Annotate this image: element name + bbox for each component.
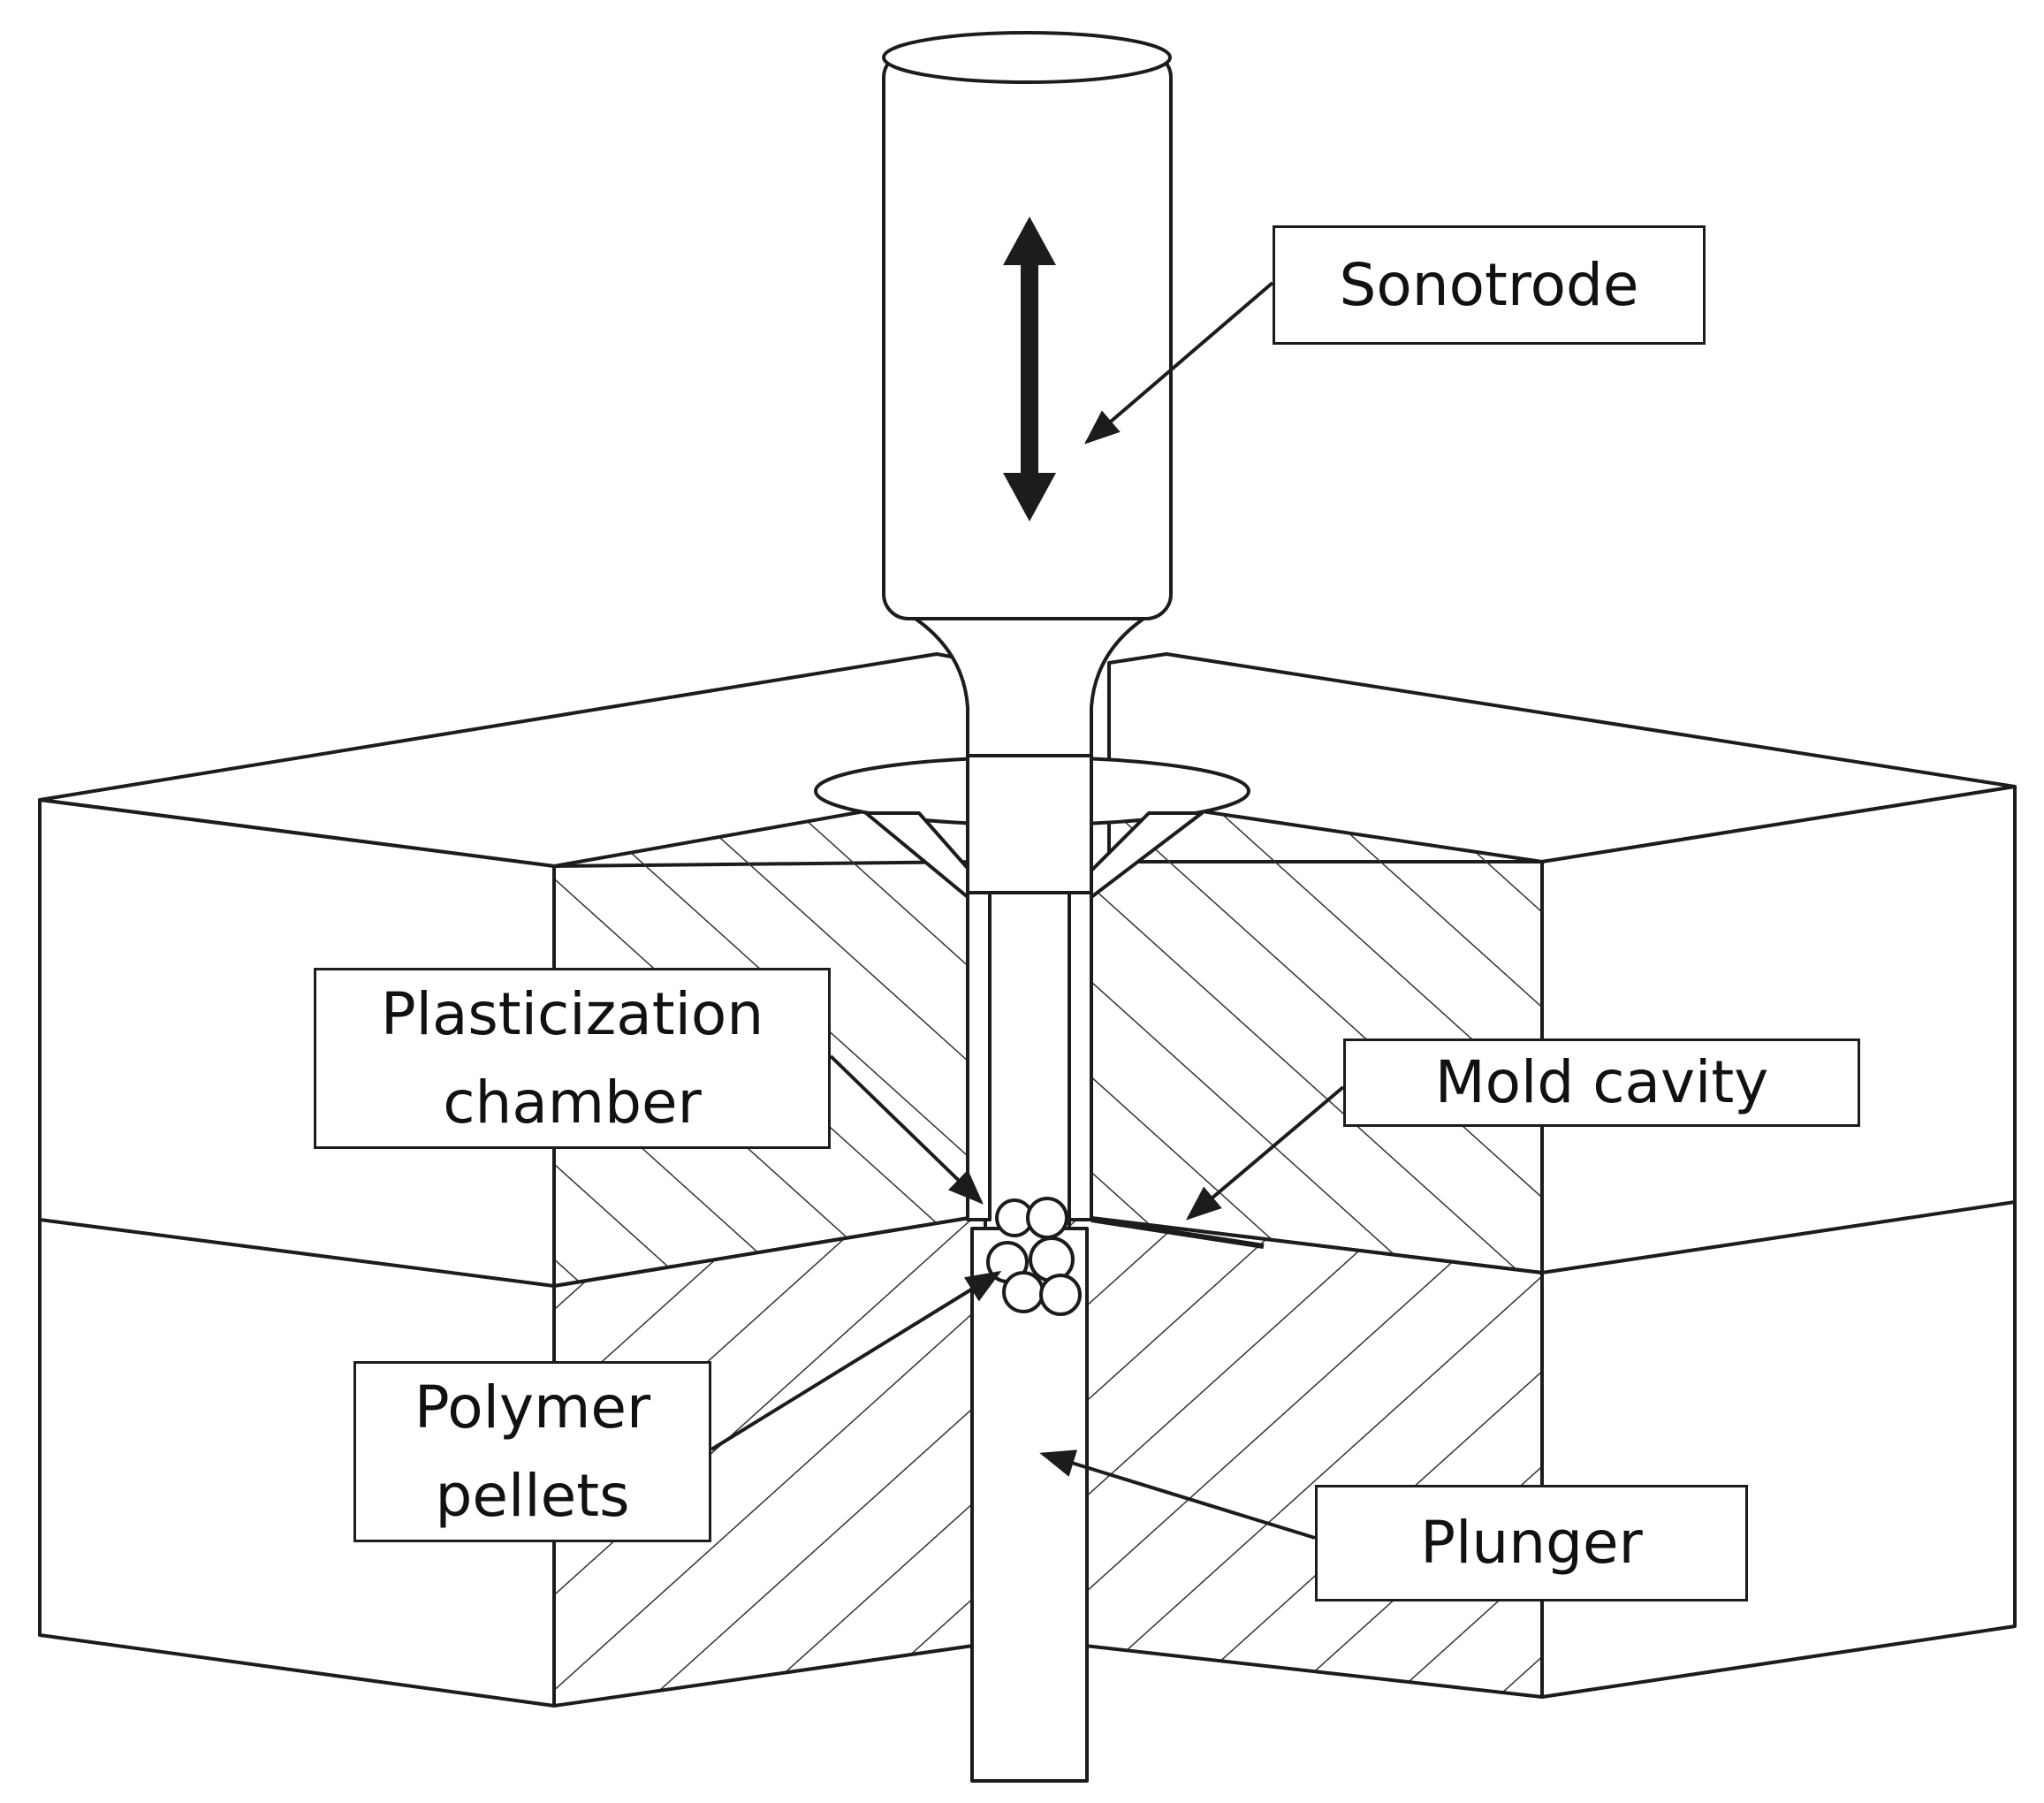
polymer-pellets-label: Polymer pellets bbox=[353, 1361, 711, 1542]
sonotrode-label: Sonotrode bbox=[1273, 225, 1706, 345]
plunger-rod bbox=[970, 1227, 1089, 1783]
sonotrode-label-text: Sonotrode bbox=[1339, 250, 1639, 319]
right-block-lower-section bbox=[1068, 1213, 1544, 1699]
polymer-pellets bbox=[986, 1197, 1082, 1316]
polymer-pellets-leader bbox=[710, 1270, 1002, 1451]
left-mold-block bbox=[38, 652, 987, 1708]
mold-cavity-label: Mold cavity bbox=[1343, 1038, 1860, 1127]
plasticization-label-line-1: Plasticization bbox=[380, 979, 764, 1048]
vibration-arrow-head-up bbox=[1003, 217, 1056, 265]
plasticization-chamber-label: Plasticization chamber bbox=[314, 968, 831, 1149]
sonotrode-leader bbox=[1083, 281, 1274, 445]
plunger-label-text: Plunger bbox=[1420, 1509, 1643, 1577]
plasticization-label-line-2: chamber bbox=[443, 1068, 702, 1137]
sonotrode-top bbox=[882, 31, 1172, 84]
right-parting-line bbox=[1541, 1200, 2016, 1274]
plasticization-leader bbox=[829, 1054, 984, 1205]
left-parting-line bbox=[39, 1218, 555, 1288]
polymer-label-line-1: Polymer bbox=[414, 1373, 651, 1442]
plunger-label: Plunger bbox=[1315, 1485, 1748, 1601]
plunger-leader bbox=[1039, 1449, 1316, 1540]
polymer-label-line-2: pellets bbox=[435, 1461, 630, 1530]
mold-cavity-leader bbox=[1185, 1085, 1345, 1221]
mold-cavity-label-text: Mold cavity bbox=[1434, 1048, 1769, 1116]
mold-cavity-runner bbox=[1090, 1217, 1265, 1249]
leader-arrows bbox=[710, 281, 1345, 1540]
sonotrode-neck bbox=[900, 608, 1159, 894]
sonotrode bbox=[882, 31, 1173, 894]
plasticization-chamber-walls bbox=[966, 891, 1093, 1221]
vibration-arrow-head-down bbox=[1003, 473, 1056, 521]
